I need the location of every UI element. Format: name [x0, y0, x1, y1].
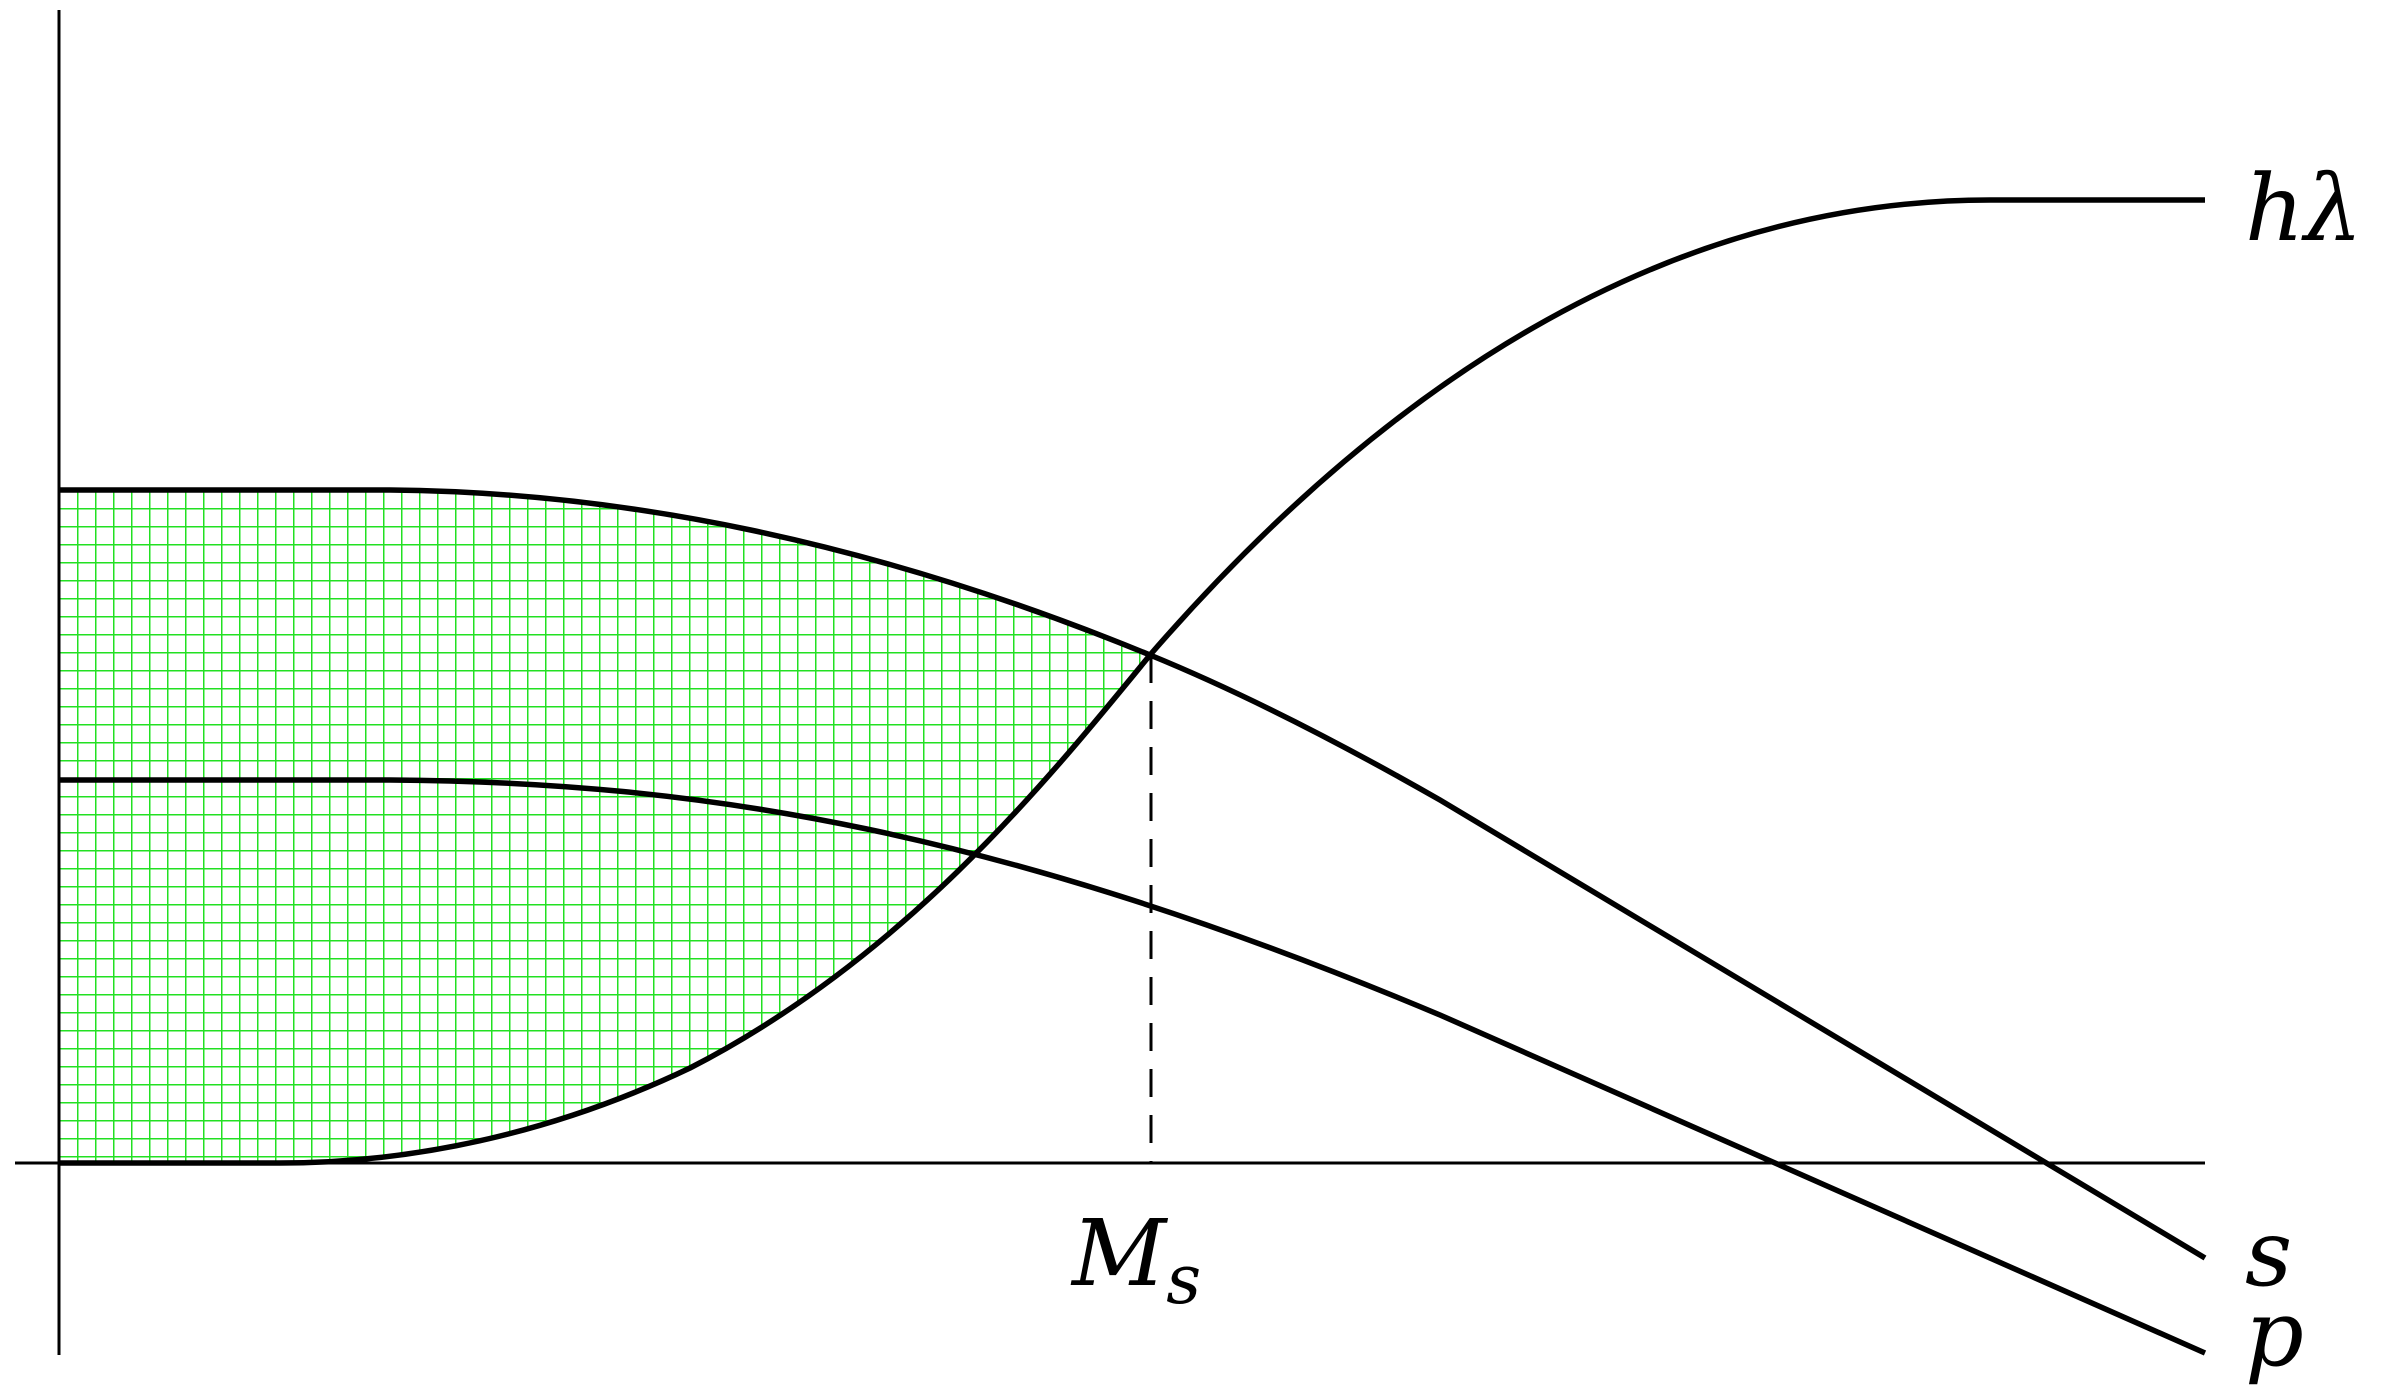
h-lambda-curve: [59, 197, 2205, 1166]
p-label: p: [2245, 1280, 2304, 1387]
shaded-region: [59, 490, 1150, 1163]
s-curve: [59, 487, 2207, 1261]
s-label: s: [2245, 1200, 2292, 1307]
ms-label-main: M: [1070, 1200, 1169, 1307]
h-lambda-label: hλ: [2245, 155, 2363, 262]
ms-label-subscript: s: [1166, 1241, 1201, 1320]
p-curve: [59, 777, 2207, 1356]
ms-label: Ms: [1070, 1200, 1201, 1320]
